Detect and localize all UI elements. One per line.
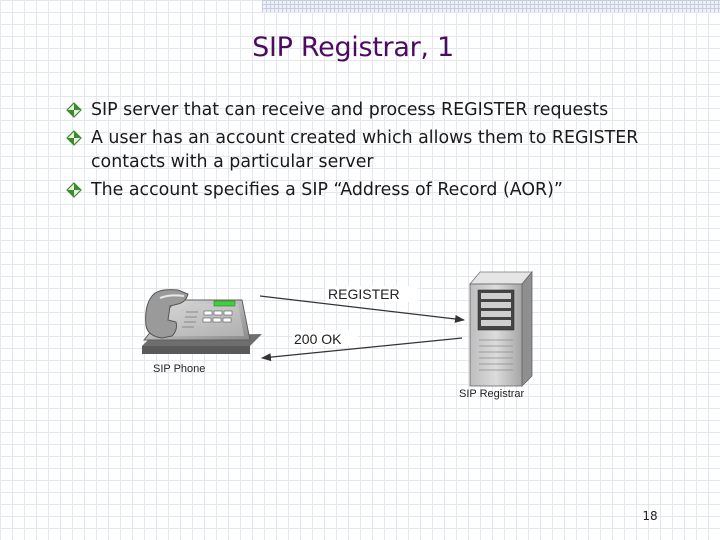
ok-label: 200 OK [294,331,342,347]
page-number: 18 [630,509,670,523]
register-label: REGISTER [328,286,400,302]
phone-label: SIP Phone [153,363,205,375]
server-tower-icon [470,272,532,386]
sip-phone-icon [142,290,262,354]
server-label: SIP Registrar [459,388,525,400]
